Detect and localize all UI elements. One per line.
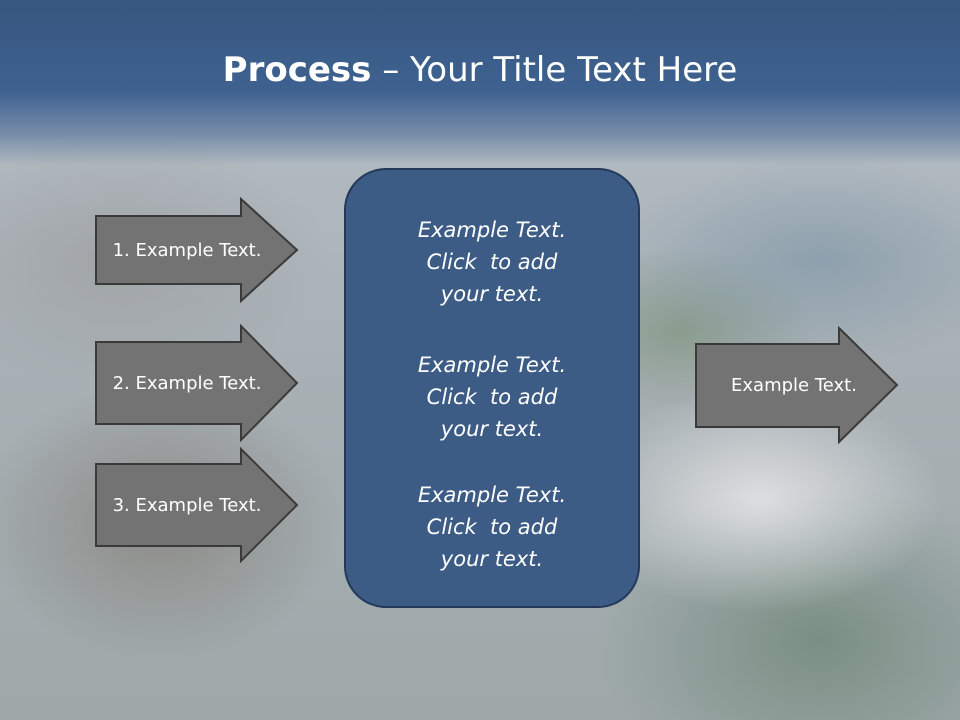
- arrow-shape: [695, 326, 899, 444]
- title-dash: –: [371, 50, 411, 90]
- center-text-box[interactable]: Example Text. Click to add your text. Ex…: [344, 168, 640, 608]
- block-2-line-1: Example Text.: [417, 353, 567, 377]
- block-3-line-3: your text.: [440, 547, 544, 571]
- left-arrow-2[interactable]: 2. Example Text.: [94, 324, 300, 442]
- left-arrow-1[interactable]: 1. Example Text.: [94, 197, 300, 303]
- left-arrow-2-label: 2. Example Text.: [112, 372, 262, 394]
- left-arrow-1-label: 1. Example Text.: [112, 239, 262, 261]
- block-2-line-3: your text.: [440, 417, 544, 441]
- center-text-block-1[interactable]: Example Text. Click to add your text.: [346, 214, 638, 310]
- block-3-line-1: Example Text.: [417, 483, 567, 507]
- title-bold: Process: [222, 50, 372, 90]
- arrow-shape: [95, 197, 299, 303]
- right-arrow-label: Example Text.: [731, 374, 857, 396]
- block-1-line-1: Example Text.: [417, 218, 567, 242]
- block-1-line-3: your text.: [440, 282, 544, 306]
- arrow-shape: [95, 324, 299, 442]
- title-rest: Your Title Text Here: [410, 50, 738, 90]
- left-arrow-3[interactable]: 3. Example Text.: [94, 447, 300, 563]
- block-2-line-2: Click to add: [426, 385, 558, 409]
- block-3-line-2: Click to add: [426, 515, 558, 539]
- slide-title[interactable]: Process – Your Title Text Here: [0, 50, 960, 90]
- center-text-block-2[interactable]: Example Text. Click to add your text.: [346, 349, 638, 445]
- arrow-shape: [95, 447, 299, 563]
- title-band: [0, 0, 960, 165]
- left-arrow-3-label: 3. Example Text.: [112, 494, 262, 516]
- right-arrow[interactable]: Example Text.: [694, 326, 900, 444]
- block-1-line-2: Click to add: [426, 250, 558, 274]
- center-text-block-3[interactable]: Example Text. Click to add your text.: [346, 479, 638, 575]
